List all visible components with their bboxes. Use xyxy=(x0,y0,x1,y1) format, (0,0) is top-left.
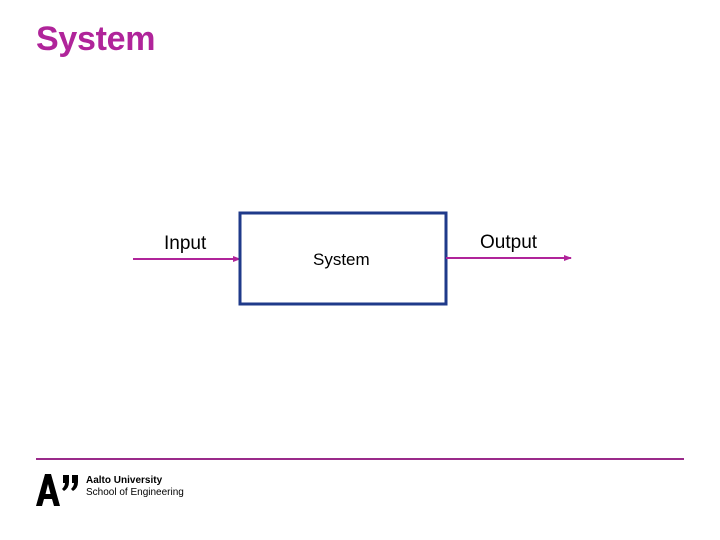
slide-title: System xyxy=(36,20,156,58)
output-label: Output xyxy=(480,232,538,253)
system-box xyxy=(238,211,448,306)
input-label: Input xyxy=(164,233,207,254)
footer-divider xyxy=(36,458,684,460)
logo-line-university: Aalto University xyxy=(86,475,163,486)
logo-line-school: School of Engineering xyxy=(86,487,184,498)
aalto-logo-icon xyxy=(36,474,78,506)
system-label: System xyxy=(313,250,370,269)
logo-wordmark: Aalto University School of Engineering xyxy=(86,475,184,499)
